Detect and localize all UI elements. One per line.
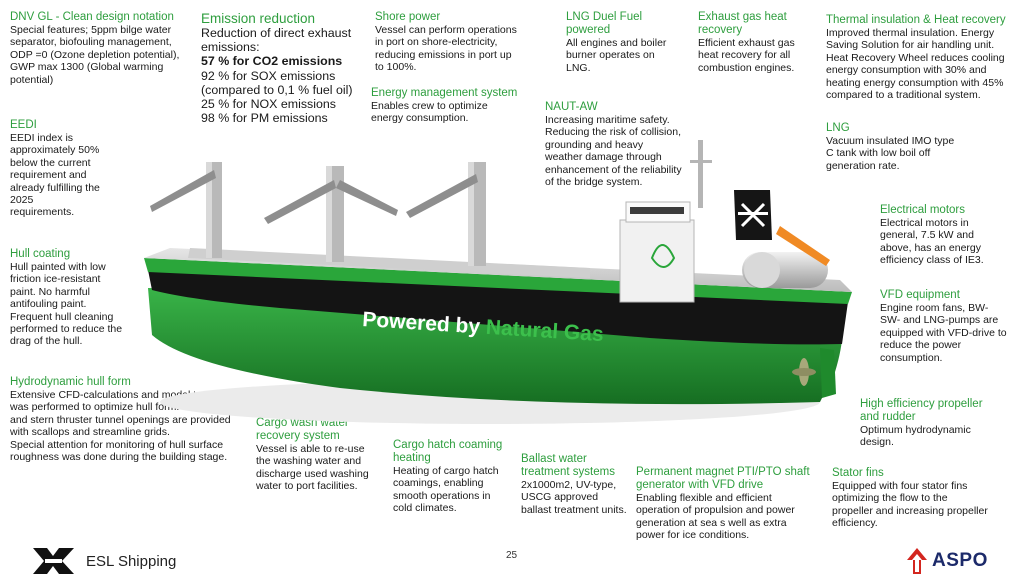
aspo-brand: ASPO bbox=[932, 550, 988, 571]
vfd-title: VFD equipment bbox=[880, 289, 960, 301]
naut-body: Increasing maritime safety. Reducing the… bbox=[545, 114, 682, 189]
block-stator: Stator fins Equipped with four stator fi… bbox=[832, 467, 1017, 530]
lng-fuel-body: All engines and boiler burner operates o… bbox=[566, 37, 667, 74]
block-thermal: Thermal insulation & Heat recovery Impro… bbox=[826, 14, 1021, 101]
esl-logo-icon bbox=[31, 545, 76, 577]
lng-title: LNG bbox=[826, 122, 850, 134]
page-number: 25 bbox=[506, 550, 518, 561]
ship-illustration: Powered by Natural Gas bbox=[144, 140, 852, 424]
block-lng-fuel: LNG Duel Fuel powered All engines and bo… bbox=[566, 11, 696, 74]
funnel bbox=[734, 190, 772, 240]
ballast-title: Ballast water treatment systems bbox=[521, 453, 615, 478]
crane-2 bbox=[264, 166, 398, 262]
emission-body-post: 92 % for SOX emissions (compared to 0,1 … bbox=[201, 68, 353, 126]
thermal-body: Improved thermal insulation. Energy Savi… bbox=[826, 27, 1005, 102]
pti-body: Enabling flexible and efficient operatio… bbox=[636, 492, 795, 542]
energy-mgmt-title: Energy management system bbox=[371, 87, 518, 99]
shore-title: Shore power bbox=[375, 11, 441, 23]
propeller-body: Optimum hydrodynamic design. bbox=[860, 424, 971, 449]
block-hull-coating: Hull coating Hull painted with low frict… bbox=[10, 248, 145, 348]
block-naut: NAUT-AW Increasing maritime safety. Redu… bbox=[545, 101, 725, 188]
block-propeller: High efficiency propeller and rudder Opt… bbox=[860, 398, 1010, 449]
block-cargo-wash: Cargo wash water recovery system Vessel … bbox=[256, 417, 386, 493]
ballast-body: 2x1000m2, UV-type, USCG approved ballast… bbox=[521, 479, 627, 516]
pti-title: Permanent magnet PTI/PTO shaft generator… bbox=[636, 466, 810, 491]
electrical-body: Electrical motors in general, 7.5 kW and… bbox=[880, 217, 984, 267]
lifeboat bbox=[776, 226, 830, 266]
block-pti: Permanent magnet PTI/PTO shaft generator… bbox=[636, 466, 826, 542]
block-energy-mgmt: Energy management system Enables crew to… bbox=[371, 87, 541, 125]
hatch-title: Cargo hatch coaming heating bbox=[393, 439, 503, 464]
hatch-body: Heating of cargo hatch coamings, enablin… bbox=[393, 465, 499, 515]
naut-title: NAUT-AW bbox=[545, 101, 598, 113]
block-ballast: Ballast water treatment systems 2x1000m2… bbox=[521, 453, 641, 516]
propeller bbox=[792, 358, 816, 386]
energy-mgmt-body: Enables crew to optimize energy consumpt… bbox=[371, 100, 488, 125]
hydro-title: Hydrodynamic hull form bbox=[10, 376, 131, 388]
hatch-covers bbox=[188, 248, 590, 278]
shore-body: Vessel can perform operations in port on… bbox=[375, 24, 517, 74]
eedi-title: EEDI bbox=[10, 119, 37, 131]
electrical-title: Electrical motors bbox=[880, 204, 965, 216]
propeller-title: High efficiency propeller and rudder bbox=[860, 398, 983, 423]
dnv-body: Special features; 5ppm bilge water separ… bbox=[10, 24, 180, 86]
lng-fuel-title: LNG Duel Fuel powered bbox=[566, 11, 643, 36]
company-name: ESL Shipping bbox=[86, 553, 177, 570]
aspo-logo-icon bbox=[907, 548, 927, 574]
rudder bbox=[820, 348, 836, 398]
block-dnv: DNV GL - Clean design notation Special f… bbox=[10, 11, 210, 86]
block-vfd: VFD equipment Engine room fans, BW- SW- … bbox=[880, 289, 1022, 364]
crane-1 bbox=[150, 162, 222, 258]
block-electrical: Electrical motors Electrical motors in g… bbox=[880, 204, 1020, 267]
exhaust-title: Exhaust gas heat recovery bbox=[698, 11, 787, 36]
block-exhaust: Exhaust gas heat recovery Efficient exha… bbox=[698, 11, 823, 74]
superstructure bbox=[619, 140, 712, 303]
stator-body: Equipped with four stator fins optimizin… bbox=[832, 480, 988, 530]
block-hatch: Cargo hatch coaming heating Heating of c… bbox=[393, 439, 518, 515]
lng-tank bbox=[742, 252, 828, 288]
block-lng: LNG Vacuum insulated IMO type C tank wit… bbox=[826, 122, 1006, 172]
vfd-body: Engine room fans, BW- SW- and LNG-pumps … bbox=[880, 302, 1007, 364]
thermal-title: Thermal insulation & Heat recovery bbox=[826, 14, 1006, 26]
hull-coating-title: Hull coating bbox=[10, 248, 71, 260]
block-emission: Emission reduction Reduction of direct e… bbox=[201, 11, 371, 125]
lng-body: Vacuum insulated IMO type C tank with lo… bbox=[826, 135, 955, 172]
emission-title: Emission reduction bbox=[201, 11, 316, 26]
eedi-body: EEDI index is approximately 50% below th… bbox=[10, 132, 100, 219]
block-eedi: EEDI EEDI index is approximately 50% bel… bbox=[10, 119, 140, 219]
crane-3 bbox=[406, 162, 486, 266]
hull-black-band bbox=[148, 270, 848, 345]
block-shore: Shore power Vessel can perform operation… bbox=[375, 11, 545, 74]
hull-coating-body: Hull painted with low friction ice-resis… bbox=[10, 261, 123, 348]
stator-title: Stator fins bbox=[832, 467, 884, 479]
emission-body-pre: Reduction of direct exhaust emissions: bbox=[201, 26, 352, 55]
dnv-title: DNV GL - Clean design notation bbox=[10, 11, 174, 23]
exhaust-body: Efficient exhaust gas heat recovery for … bbox=[698, 37, 795, 74]
cargo-wash-body: Vessel is able to re-use the washing wat… bbox=[256, 443, 369, 493]
emission-highlight: 57 % for CO2 emissions bbox=[201, 54, 343, 69]
